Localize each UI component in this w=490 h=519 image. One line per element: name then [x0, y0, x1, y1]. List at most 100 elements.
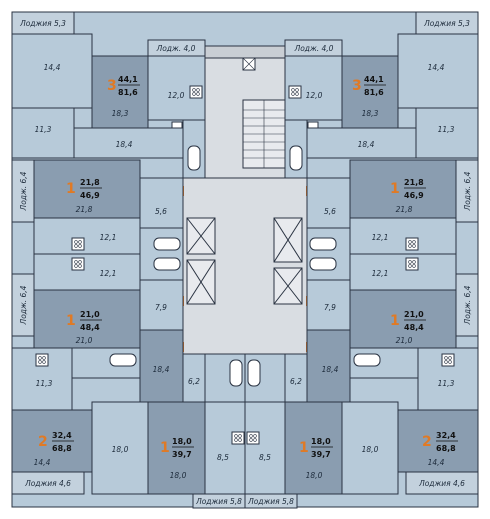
loggia-label: Лодж. 6,4	[19, 171, 28, 211]
bcl-room	[147, 401, 206, 495]
area-label: 14,4	[44, 63, 61, 72]
bathtub-icon	[153, 237, 181, 251]
ml-kitchen	[33, 253, 141, 291]
loggia-label: Лоджия 5,3	[19, 19, 66, 28]
area-label: 18,4	[153, 365, 170, 374]
tr-room-a	[397, 33, 479, 109]
elevator-left-top	[186, 217, 216, 255]
apartment-rooms: 1	[390, 313, 400, 329]
apartment-total-area: 39,7	[311, 450, 331, 459]
area-label: 18,0	[306, 471, 323, 480]
apartment-rooms: 2	[422, 434, 432, 450]
stove-icon	[231, 431, 245, 445]
mr-kitchen	[349, 253, 457, 291]
area-label: 18,4	[116, 140, 133, 149]
apartment-living-area: 21,8	[404, 178, 424, 187]
area-label: 18,3	[112, 109, 129, 118]
elevator-right-bottom	[273, 267, 303, 305]
loggia-label: Лоджия 4,6	[418, 479, 465, 488]
stair-steps	[243, 100, 285, 168]
bathtub-icon	[289, 145, 303, 171]
bathtub-icon	[153, 257, 181, 271]
bl-room-b	[91, 401, 149, 495]
area-label: 12,1	[100, 233, 117, 242]
loggia-label: Лоджия 5,3	[423, 19, 470, 28]
apartment-living-area: 32,4	[52, 431, 72, 440]
loggia-label: Лодж. 6,4	[463, 285, 472, 325]
loggia-bottom-mid-left: Лоджия 5,8	[192, 493, 246, 509]
apartment-rooms: 1	[390, 181, 400, 197]
bcl-kitchen	[204, 401, 246, 495]
loggia-side-right-lower: Лодж. 6,4	[455, 273, 479, 337]
stove-icon	[405, 257, 419, 271]
apartment-rooms: 1	[66, 313, 76, 329]
apartment-total-area: 68,8	[52, 444, 72, 453]
apartment-rooms: 3	[107, 78, 117, 94]
bathtub-icon	[309, 237, 337, 251]
loggia-label: Лоджия 5,8	[195, 497, 242, 506]
area-label: 21,0	[396, 336, 413, 345]
sink-icon	[171, 121, 183, 129]
stove-icon	[189, 85, 203, 99]
apartment-total-area: 81,6	[364, 88, 384, 97]
loggia-bottom-left: Лоджия 4,6	[11, 471, 85, 495]
area-label: 7,9	[324, 303, 336, 312]
apartment-total-area: 46,9	[80, 191, 100, 200]
area-label: 18,0	[170, 471, 187, 480]
tl-room-c	[91, 55, 149, 129]
apartment-total-area: 81,6	[118, 88, 138, 97]
loggia-label: Лодж. 6,4	[463, 171, 472, 211]
ur-room	[349, 159, 457, 219]
bathtub-icon	[229, 359, 243, 387]
area-label: 12,1	[372, 233, 389, 242]
loggia-top-mid-right: Лодж. 4,0	[284, 39, 343, 57]
area-label: 21,8	[396, 205, 413, 214]
area-label: 18,0	[112, 445, 129, 454]
tr-hall	[306, 127, 417, 159]
apartment-total-area: 39,7	[172, 450, 192, 459]
area-label: 6,2	[290, 377, 302, 386]
area-label: 18,3	[362, 109, 379, 118]
loggia-label: Лоджия 4,6	[24, 479, 71, 488]
area-label: 18,4	[322, 365, 339, 374]
apartment-rooms: 3	[352, 78, 362, 94]
area-label: 21,0	[76, 336, 93, 345]
ur-kitchen	[349, 217, 457, 255]
loggia-side-left-lower: Лодж. 6,4	[11, 273, 35, 337]
bathtub-icon	[109, 353, 137, 367]
loggia-top-left: Лоджия 5,3	[11, 11, 75, 35]
apartment-total-area: 68,8	[436, 444, 456, 453]
stove-icon	[71, 257, 85, 271]
loggia-bottom-mid-right: Лоджия 5,8	[244, 493, 298, 509]
stove-icon	[35, 353, 49, 367]
area-label: 11,3	[36, 379, 53, 388]
stove-icon	[288, 85, 302, 99]
area-label: 21,8	[76, 205, 93, 214]
area-label: 5,6	[155, 207, 167, 216]
tr-room-b	[415, 107, 479, 159]
area-label: 18,0	[362, 445, 379, 454]
tl-hall	[73, 127, 184, 159]
loggia-top-mid-left: Лодж. 4,0	[147, 39, 206, 57]
ul-room	[33, 159, 141, 219]
bcr-kitchen	[244, 401, 286, 495]
apartment-total-area: 46,9	[404, 191, 424, 200]
bathtub-icon	[247, 359, 261, 387]
tr-room-c	[341, 55, 399, 129]
loggia-label: Лодж. 4,0	[294, 44, 334, 53]
apartment-total-area: 48,4	[80, 323, 100, 332]
area-label: 14,4	[428, 63, 445, 72]
apartment-living-area: 18,0	[172, 437, 192, 446]
apartment-living-area: 21,0	[80, 310, 100, 319]
apartment-rooms: 1	[299, 440, 309, 456]
apartment-living-area: 44,1	[118, 75, 138, 84]
area-label: 7,9	[155, 303, 167, 312]
area-label: 8,5	[259, 453, 271, 462]
apartment-living-area: 18,0	[311, 437, 331, 446]
apartment-living-area: 21,8	[80, 178, 100, 187]
sink-icon	[307, 121, 319, 129]
apartment-living-area: 32,4	[436, 431, 456, 440]
loggia-top-right: Лоджия 5,3	[415, 11, 479, 35]
bathtub-icon	[353, 353, 381, 367]
